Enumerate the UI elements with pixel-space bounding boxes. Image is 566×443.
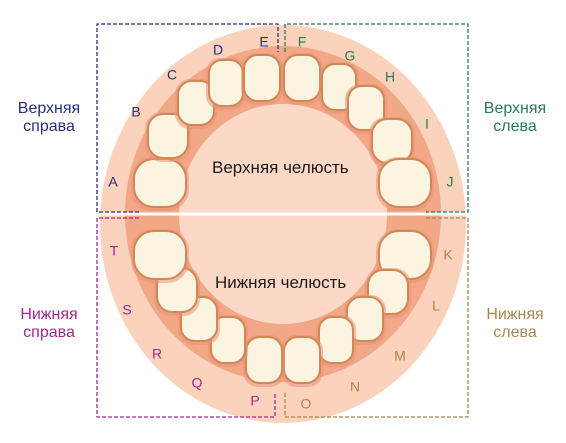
quadrant-box-lower-right	[96, 217, 276, 418]
tooth-crown	[371, 118, 413, 164]
tooth-crown	[147, 113, 189, 159]
tooth-letter-F: F	[298, 34, 307, 50]
label-upper-left: Верхняя слева	[474, 100, 556, 136]
tooth-O	[281, 335, 323, 387]
tooth-crown	[245, 336, 283, 384]
tooth-P	[243, 335, 285, 387]
tooth-letter-T: T	[110, 243, 119, 259]
tooth-letter-O: O	[301, 396, 312, 412]
tooth-crown	[318, 316, 354, 364]
tooth-letter-J: J	[447, 174, 454, 190]
label-upper-right: Верхняя справа	[8, 100, 90, 136]
quadrant-box-lower-left	[284, 217, 469, 418]
upper-jaw-label: Верхняя челюсть	[212, 158, 349, 177]
tooth-letter-R: R	[152, 346, 162, 362]
tooth-I	[369, 117, 415, 167]
tooth-letter-Q: Q	[192, 375, 203, 391]
tooth-crown	[347, 85, 385, 131]
label-lower-right-line1: Нижняя	[20, 306, 78, 323]
tooth-crown	[378, 158, 432, 208]
tooth-letter-M: M	[394, 348, 406, 364]
label-lower-left: Нижняя слева	[474, 306, 556, 342]
tooth-letter-K: K	[443, 247, 453, 263]
tooth-letter-N: N	[350, 379, 360, 395]
tooth-E	[241, 53, 283, 105]
tooth-letter-C: C	[167, 67, 177, 83]
tooth-letter-A: A	[108, 174, 118, 190]
tooth-letter-P: P	[250, 393, 259, 409]
tooth-D	[206, 58, 246, 110]
tooth-crown	[283, 54, 321, 102]
tooth-J	[376, 157, 434, 211]
tooth-crown	[133, 230, 187, 280]
tooth-crown	[133, 158, 187, 208]
tooth-letter-D: D	[213, 42, 223, 58]
tooth-letter-B: B	[131, 104, 140, 120]
label-upper-left-line2: слева	[493, 117, 537, 135]
tooth-letter-I: I	[425, 116, 429, 132]
tooth-letter-L: L	[432, 298, 440, 314]
tooth-T	[131, 229, 189, 283]
tooth-letter-H: H	[385, 69, 395, 85]
label-lower-left-line1: Нижняя	[486, 306, 544, 323]
tooth-N	[316, 315, 356, 367]
label-upper-right-line1: Верхняя	[17, 100, 81, 117]
tooth-letter-S: S	[122, 302, 131, 318]
lower-jaw-label: Нижняя челюсть	[215, 273, 347, 292]
tooth-F	[281, 53, 323, 105]
tooth-letter-E: E	[259, 34, 268, 50]
tooth-H	[345, 84, 387, 134]
tooth-A	[131, 157, 189, 211]
quadrant-box-upper-left	[284, 23, 469, 213]
tooth-letter-G: G	[345, 48, 356, 64]
tooth-crown	[243, 54, 281, 102]
label-upper-right-line2: справа	[23, 117, 75, 135]
label-lower-left-line2: слева	[493, 323, 537, 341]
label-upper-left-line1: Верхняя	[483, 100, 547, 117]
tooth-crown	[208, 59, 244, 107]
tooth-crown	[283, 336, 321, 384]
label-lower-right-line2: справа	[23, 323, 75, 341]
label-lower-right: Нижняя справа	[8, 306, 90, 342]
quadrant-box-upper-right	[96, 23, 279, 213]
